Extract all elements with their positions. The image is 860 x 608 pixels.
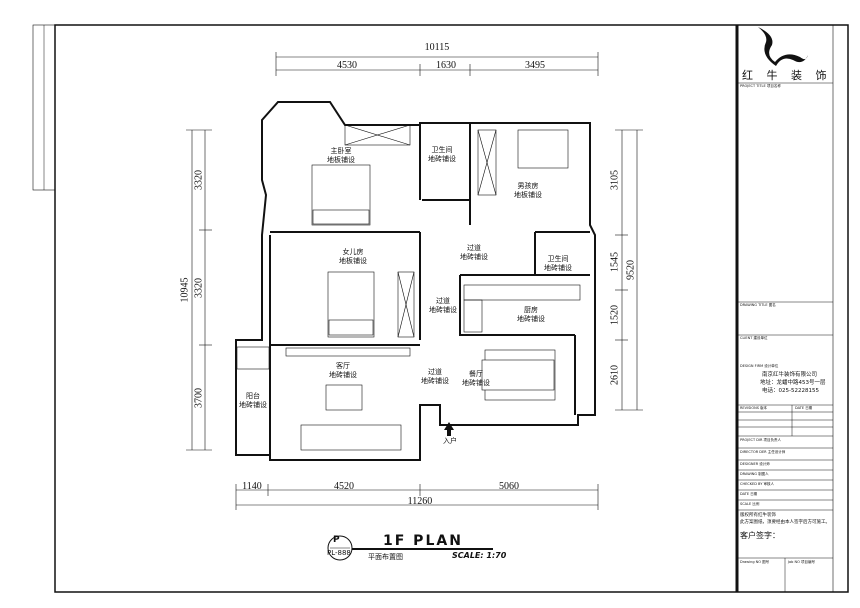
room-dining: 餐厅地砖铺设 — [462, 370, 490, 387]
company-name: 南京红牛装饰有限公司 — [762, 372, 818, 378]
design-firm-label: DESIGN FIRM 设计单位 — [740, 364, 779, 368]
entrance-label: 入户 — [443, 437, 457, 445]
plan-marker-code: PL-888 — [327, 549, 351, 557]
dim-top: 3495 — [525, 60, 545, 71]
drawing-frame — [54, 24, 849, 593]
dim-left: 3700 — [193, 388, 205, 408]
drawing-title-label: DRAWING TITLE 图名 — [740, 303, 776, 307]
dim-right: 1520 — [609, 305, 621, 325]
room-daughters-room: 女儿房地板铺设 — [339, 248, 367, 265]
dim-top: 4530 — [337, 60, 357, 71]
copyright-notice: 版权所有红牛装饰 — [740, 513, 776, 518]
room-living-room: 客厅地砖铺设 — [329, 362, 357, 379]
tb-row: DATE 日期 — [740, 492, 758, 496]
dim-left: 3320 — [193, 278, 205, 298]
room-bathroom-2: 卫生间地砖铺设 — [544, 255, 572, 272]
project-title-label: PROJECT TITLE 项目名称 — [740, 84, 781, 88]
room-corridor: 过道地砖铺设 — [460, 244, 488, 261]
drawing-no-label: Drawing NO 图号 — [740, 560, 770, 564]
company-logo-text: 红 牛 装 饰 — [742, 69, 832, 82]
room-corridor: 过道地砖铺设 — [429, 297, 457, 314]
room-kitchen: 厨房地砖铺设 — [517, 306, 545, 323]
dim-right: 1545 — [609, 252, 621, 272]
client-label: CLIENT 建设单位 — [740, 336, 768, 340]
tb-row: DESIGNER 设计师 — [740, 462, 770, 466]
dimension-lines — [186, 52, 643, 510]
dim-left-total: 10945 — [179, 277, 191, 303]
plan-scale: SCALE: 1:70 — [452, 551, 507, 560]
date-column-label: DATE 日期 — [795, 406, 813, 410]
walls — [235, 101, 596, 461]
dim-right: 3105 — [609, 170, 621, 190]
tb-row: SCALE 比例 — [740, 502, 760, 506]
room-corridor: 过道地砖铺设 — [421, 368, 449, 385]
tb-row: PROJECT DIR 项目负责人 — [740, 438, 782, 442]
company-address: 地址：龙蟠中路453号一层 — [760, 380, 826, 386]
plan-marker-letter: P — [333, 535, 340, 545]
dim-top-total: 10115 — [424, 42, 450, 53]
room-bathroom-1: 卫生间地砖铺设 — [428, 146, 456, 163]
tb-row: CHECKED BY 审核人 — [740, 482, 775, 486]
dim-right-total: 9520 — [625, 260, 637, 280]
tb-row: DRAWING 制图人 — [740, 472, 769, 476]
dim-bottom-total: 11260 — [407, 496, 433, 507]
furniture — [236, 124, 581, 451]
tb-row: DIRECTOR DER 主任设计师 — [740, 450, 786, 454]
title-block-lines — [737, 82, 833, 592]
approval-notice: 此方案图纸，须要经由本人签字后方可施工。 — [740, 520, 830, 525]
dim-left: 3320 — [193, 170, 205, 190]
dim-right: 2610 — [609, 365, 621, 385]
room-balcony: 阳台地砖铺设 — [239, 392, 267, 409]
company-logo — [758, 27, 808, 66]
room-boys-room: 男孩房地板铺设 — [514, 182, 542, 199]
entrance-arrow-icon — [444, 422, 454, 436]
dim-bottom: 4520 — [334, 481, 354, 492]
client-signature-label: 客户签字： — [740, 531, 780, 540]
plan-subtitle: 平面布置图 — [368, 553, 403, 561]
revisions-label: REVISIONS 版本 — [740, 406, 768, 410]
dim-bottom: 5060 — [499, 481, 519, 492]
job-no-label: Job NO 项目编号 — [788, 560, 815, 564]
dim-top: 1630 — [436, 60, 456, 71]
room-master-bedroom: 主卧室地板铺设 — [327, 147, 355, 164]
company-phone: 电话：025-52228155 — [762, 388, 819, 394]
dim-bottom: 1140 — [242, 481, 262, 492]
plan-title: 1F PLAN — [383, 533, 463, 549]
